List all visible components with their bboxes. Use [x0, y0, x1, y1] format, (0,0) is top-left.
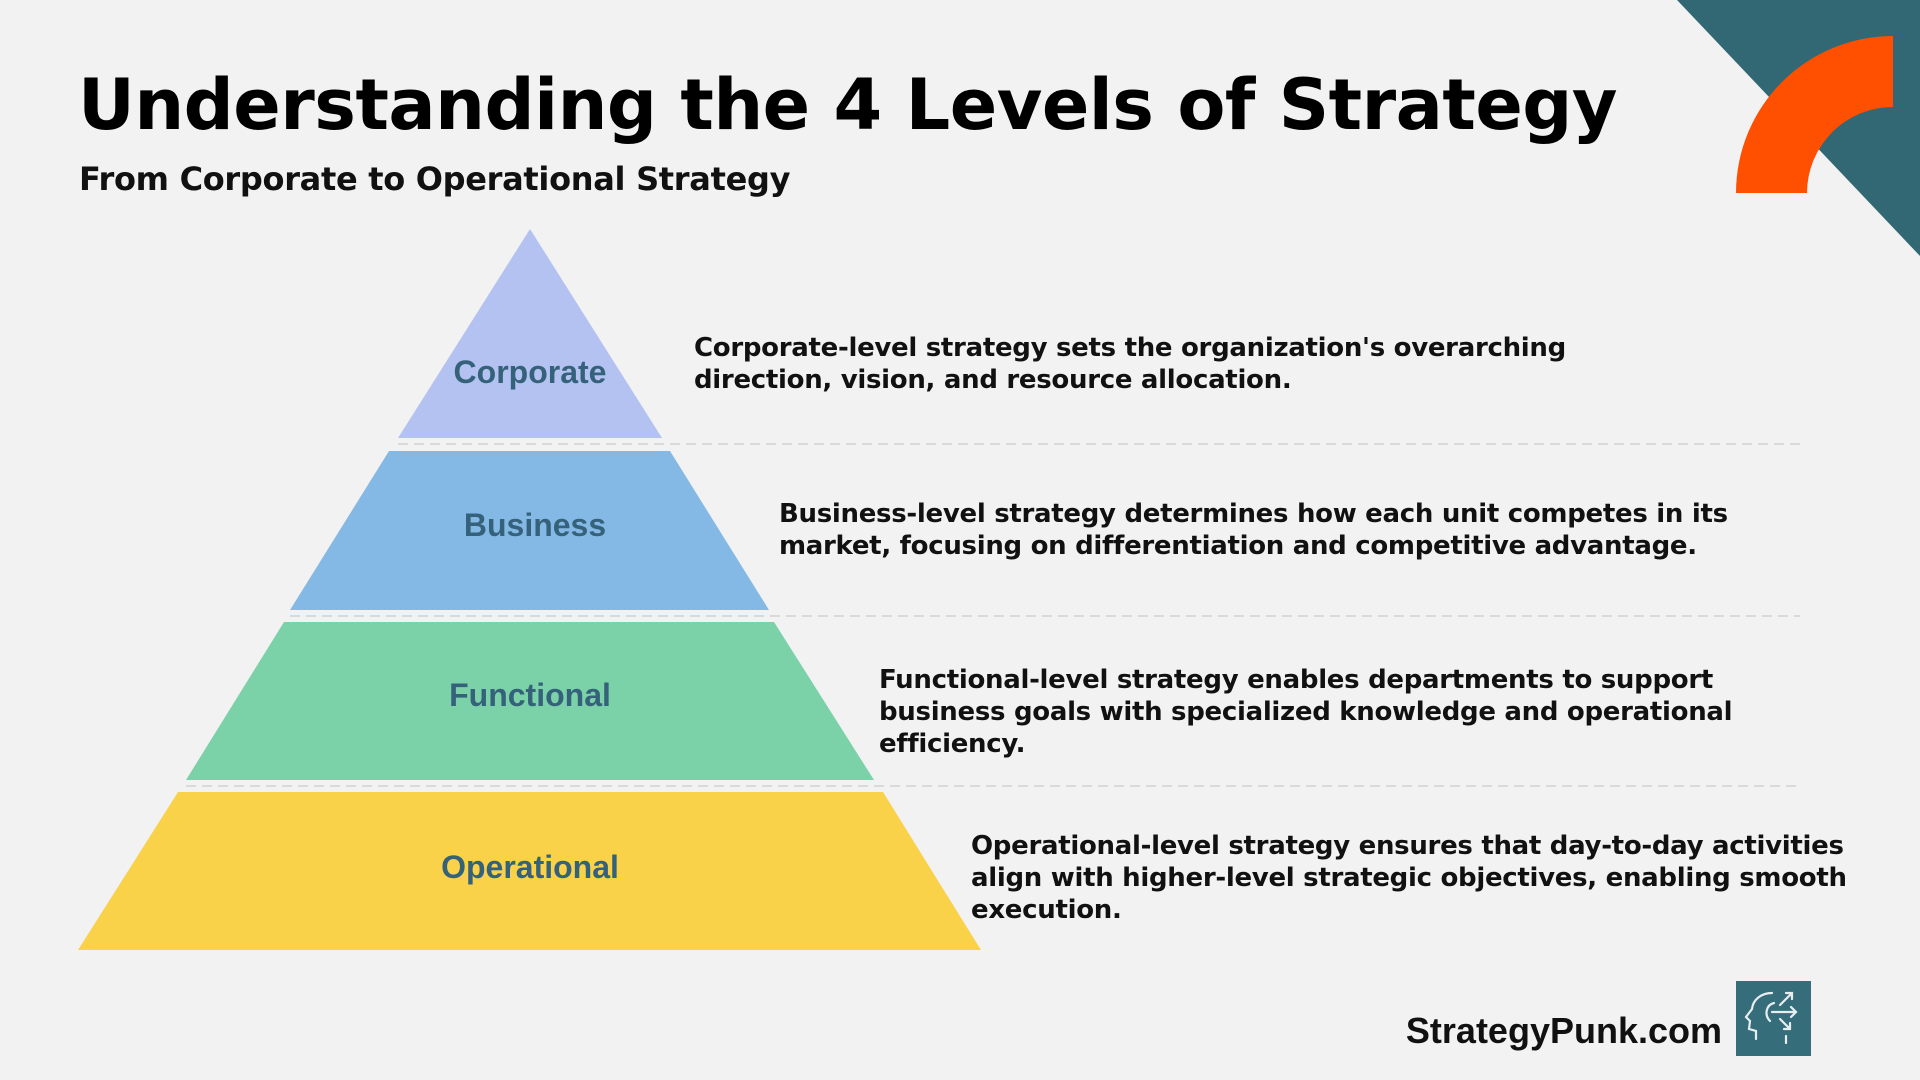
tier-business	[290, 451, 769, 610]
description-functional: Functional-level strategy enables depart…	[879, 665, 1733, 759]
dividers	[186, 443, 1800, 787]
head-arrows-icon	[1736, 981, 1811, 1056]
tier-label-corporate: Corporate	[454, 354, 607, 390]
brand-name: StrategyPunk.com	[1405, 1010, 1722, 1051]
tier-corporate	[398, 229, 662, 438]
tier-label-operational: Operational	[441, 849, 619, 885]
page-subtitle: From Corporate to Operational Strategy	[79, 160, 791, 198]
tier-label-functional: Functional	[449, 677, 611, 713]
tier-functional	[186, 622, 874, 780]
tier-operational	[78, 792, 981, 950]
description-corporate: Corporate-level strategy sets the organi…	[694, 333, 1566, 395]
description-operational: Operational-level strategy ensures that …	[971, 831, 1847, 925]
description-business: Business-level strategy determines how e…	[779, 499, 1728, 561]
page-title: Understanding the 4 Levels of Strategy	[78, 64, 1618, 146]
tier-label-business: Business	[464, 507, 606, 543]
corner-orange-arc	[1736, 36, 1893, 193]
